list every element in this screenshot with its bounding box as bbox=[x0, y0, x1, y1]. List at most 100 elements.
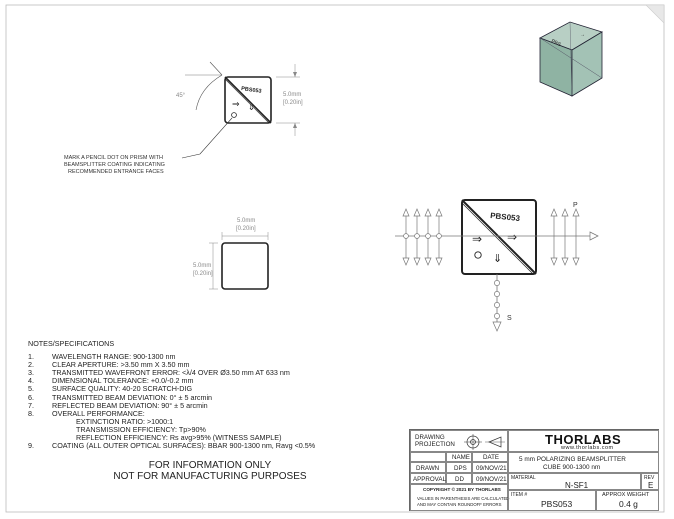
top-height-dim-mm: 5.0mm bbox=[283, 92, 301, 98]
material-value: N-SF1 bbox=[565, 481, 589, 490]
svg-text:⇓: ⇓ bbox=[248, 103, 255, 112]
weight-cell: APPROX WEIGHT 0.4 g bbox=[596, 490, 659, 511]
projection-cell: DRAWING PROJECTION bbox=[410, 430, 508, 452]
note-num: 2. bbox=[28, 360, 34, 370]
description-cell: 5 mm POLARIZING BEAMSPLITTER CUBE 900-13… bbox=[508, 452, 659, 473]
beam-path-diagram: PBS053 ⇒ ⇒ ⇓ P bbox=[395, 199, 599, 332]
disclaimer: FOR INFORMATION ONLY NOT FOR MANUFACTURI… bbox=[100, 460, 320, 482]
callout-line-3: RECOMMENDED ENTRANCE FACES bbox=[68, 169, 164, 175]
beam-cube-part-label: PBS053 bbox=[490, 211, 521, 223]
approval-name: DD bbox=[455, 476, 464, 483]
note-item-4: 4. DIMENSIONAL TOLERANCE: +0.0/-0.2 mm bbox=[28, 377, 408, 385]
note-text: DIMENSIONAL TOLERANCE: +0.0/-0.2 mm bbox=[52, 376, 194, 386]
note-sub-transmission: TRANSMISSION EFFICIENCY: Tp>90% bbox=[76, 424, 206, 434]
date-header-cell: DATE bbox=[472, 452, 508, 462]
date-header: DATE bbox=[483, 454, 500, 461]
note-item-6: 6. TRANSMITTED BEAM DEVIATION: 0° ± 5 arc… bbox=[28, 392, 408, 402]
note-num: 9. bbox=[28, 441, 34, 451]
approval-date: 09/NOV/21 bbox=[476, 476, 507, 483]
projection-label-1: DRAWING bbox=[415, 434, 445, 441]
s-polarization-label: S bbox=[507, 315, 512, 322]
weight-value: 0.4 g bbox=[619, 499, 638, 509]
description-line-1: 5 mm POLARIZING BEAMSPLITTER bbox=[519, 456, 626, 463]
note-num: 4. bbox=[28, 376, 34, 386]
projection-symbol-icon bbox=[464, 434, 505, 450]
side-height-dim-mm: 5.0mm bbox=[193, 263, 211, 269]
approval-date-cell: 09/NOV/21 bbox=[472, 473, 508, 484]
note-item-5: 5.SURFACE QUALITY: 40-20 SCRATCH-DIG bbox=[28, 385, 408, 393]
note-item-1: 1.WAVELENGTH RANGE: 900-1300 nm bbox=[28, 352, 408, 362]
note-item-2: 2. CLEAR APERTURE: >3.50 mm X 3.50 mm bbox=[28, 361, 408, 369]
blank-header-cell bbox=[410, 452, 446, 462]
svg-text:⇒: ⇒ bbox=[232, 99, 240, 109]
note-num: 3. bbox=[28, 368, 34, 378]
side-cube-view: 5.0mm [0.20in] 5.0mm [0.20in] bbox=[193, 218, 269, 290]
note-item-9: 9. COATING (ALL OUTER OPTICAL SURFACES): … bbox=[28, 442, 408, 450]
note-text: CLEAR APERTURE: >3.50 mm X 3.50 mm bbox=[52, 360, 190, 370]
values-note-2: AND MAY CONTAIN ROUNDOFF ERRORS bbox=[417, 502, 502, 507]
rev-value: E bbox=[648, 481, 654, 490]
callout-line-2: BEAMSPLITTER COATING INDICATING bbox=[64, 162, 165, 168]
note-text: TRANSMITTED WAVEFRONT ERROR: <λ/4 OVER Ø… bbox=[52, 368, 290, 378]
approval-label: APPROVAL bbox=[413, 476, 446, 483]
side-height-dim-in: [0.20in] bbox=[193, 271, 213, 277]
cube-3d-render: PBS → bbox=[539, 21, 603, 97]
side-width-dim-mm: 5.0mm bbox=[237, 218, 255, 224]
thorlabs-url: www.thorlabs.com bbox=[561, 445, 614, 451]
sheet-border bbox=[5, 4, 665, 513]
note-text: TRANSMITTED BEAM DEVIATION: 0° ± 5 arcmi… bbox=[52, 392, 213, 402]
svg-text:→: → bbox=[580, 32, 585, 38]
copyright-cell: COPYRIGHT © 2021 BY THORLABS VALUES IN P… bbox=[410, 484, 510, 511]
material-cell: MATERIAL N-SF1 bbox=[508, 473, 641, 490]
svg-text:⇓: ⇓ bbox=[493, 253, 502, 265]
projection-label-2: PROJECTION bbox=[415, 441, 455, 448]
note-text: REFLECTED BEAM DEVIATION: 90° ± 5 arcmin bbox=[52, 400, 208, 410]
svg-text:PBS: PBS bbox=[550, 38, 562, 48]
drawn-date-cell: 09/NOV/21 bbox=[472, 462, 508, 473]
side-width-dim-in: [0.20in] bbox=[236, 226, 256, 232]
note-sub-extinction: EXTINCTION RATIO: >1000:1 bbox=[76, 416, 174, 426]
note-num: 7. bbox=[28, 400, 34, 410]
drawn-date: 09/NOV/21 bbox=[476, 465, 507, 472]
note-text: COATING (ALL OUTER OPTICAL SURFACES): BB… bbox=[52, 441, 316, 451]
title-block: DRAWING PROJECTION NAME DATE DRAWN DPS 0… bbox=[409, 429, 659, 511]
note-sub-reflection: REFLECTION EFFICIENCY: Rs avg>95% (WITNE… bbox=[76, 433, 282, 443]
weight-label: APPROX WEIGHT bbox=[602, 492, 650, 498]
drawn-label-cell: DRAWN bbox=[410, 462, 446, 473]
note-num: 1. bbox=[28, 352, 34, 362]
item-number: PBS053 bbox=[541, 499, 573, 509]
note-num: 8. bbox=[28, 408, 34, 418]
note-num: 6. bbox=[28, 392, 34, 402]
page-corner-fold bbox=[645, 4, 665, 24]
note-item-7: 7. REFLECTED BEAM DEVIATION: 90° ± 5 arcm… bbox=[28, 400, 408, 410]
item-label: ITEM # bbox=[511, 492, 528, 498]
top-cube-view: PBS053 ⇒ ⇓ 45° 5.0mm [0.20in] MARK A PEN… bbox=[64, 61, 303, 175]
approval-name-cell: DD bbox=[446, 473, 472, 484]
description-line-2: CUBE 900-1300 nm bbox=[543, 464, 601, 471]
callout-line-1: MARK A PENCIL DOT ON PRISM WITH bbox=[64, 155, 163, 161]
name-header: NAME bbox=[452, 454, 470, 461]
notes-specifications: NOTES/SPECIFICATIONS 1.WAVELENGTH RANGE:… bbox=[28, 339, 408, 450]
notes-title: NOTES/SPECIFICATIONS bbox=[28, 339, 115, 348]
item-cell: ITEM # PBS053 bbox=[508, 490, 596, 511]
note-item-8: 8.OVERALL PERFORMANCE: bbox=[28, 408, 408, 418]
top-height-dim-in: [0.20in] bbox=[283, 100, 303, 106]
angle-dimension: 45° bbox=[176, 93, 186, 99]
note-num: 5. bbox=[28, 384, 34, 394]
material-label: MATERIAL bbox=[511, 475, 536, 481]
svg-text:⇒: ⇒ bbox=[472, 232, 482, 246]
approval-label-cell: APPROVAL bbox=[410, 473, 446, 484]
rev-label: REV bbox=[644, 475, 655, 481]
rev-cell: REV E bbox=[641, 473, 659, 490]
svg-text:⇒: ⇒ bbox=[507, 230, 517, 244]
name-header-cell: NAME bbox=[446, 452, 472, 462]
disclaimer-line-1: FOR INFORMATION ONLY bbox=[148, 460, 272, 471]
brand-cell: THORLABS www.thorlabs.com bbox=[508, 430, 659, 452]
drawn-name: DPS bbox=[454, 465, 467, 472]
drawn-name-cell: DPS bbox=[446, 462, 472, 473]
copyright-text: COPYRIGHT © 2021 BY THORLABS bbox=[423, 487, 501, 492]
p-polarization-label: P bbox=[573, 202, 578, 209]
note-item-3: 3. TRANSMITTED WAVEFRONT ERROR: <λ/4 OVER… bbox=[28, 369, 408, 377]
values-note-1: VALUES IN PARENTHESIS ARE CALCULATED bbox=[417, 496, 510, 501]
